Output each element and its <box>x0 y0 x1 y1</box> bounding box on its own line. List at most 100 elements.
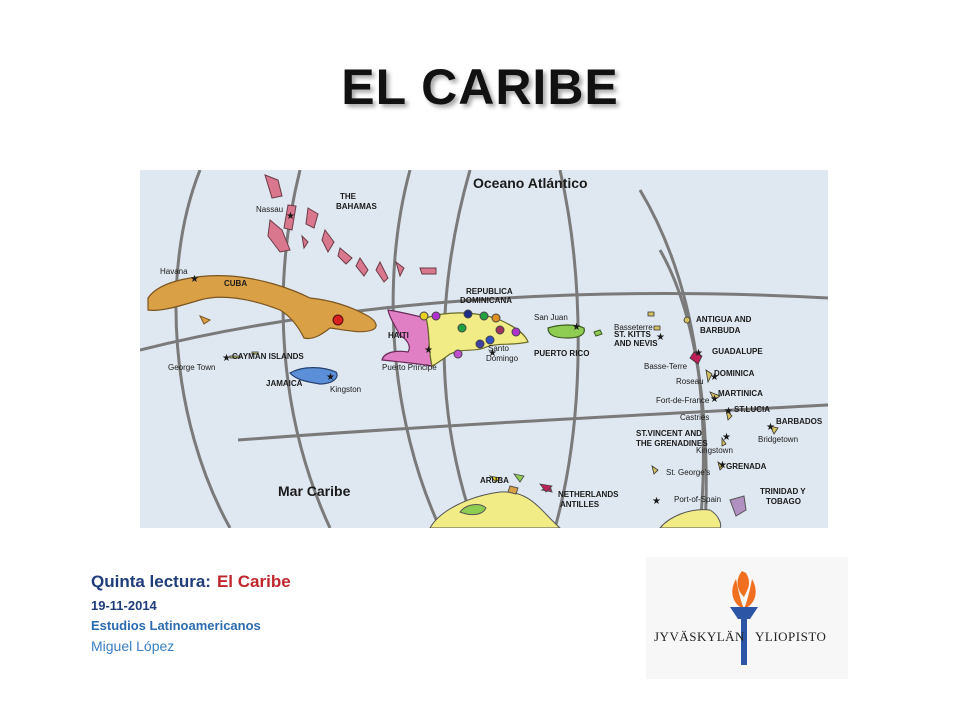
label-st-georges: St. George's <box>666 468 710 477</box>
label-haiti: HAITI <box>388 331 409 340</box>
label-kitts-line1: ST. KITTS <box>614 330 652 339</box>
label-antilles-line2: ANTILLES <box>560 500 600 509</box>
label-antigua: ANTIGUA AND BARBUDA <box>696 315 754 335</box>
label-dominicana-line1: REPUBLICA <box>466 287 513 296</box>
label-barbados: BARBADOS <box>776 417 823 426</box>
svg-text:★: ★ <box>656 332 665 343</box>
map-canvas: ★ ★ ★ ★ ★ ★ ★ ★ ★ ★ ★ ★ ★ ★ ★ ★ Oceano A… <box>140 170 828 528</box>
label-grenada: GRENADA <box>726 462 767 471</box>
label-nassau: Nassau <box>256 205 283 214</box>
lecture-date: 19-11-2014 <box>91 598 157 613</box>
label-vincent: ST.VINCENT AND THE GRENADINES <box>636 429 708 448</box>
svg-text:★: ★ <box>710 394 719 405</box>
south-america-shapes <box>429 485 747 528</box>
lesser-antilles-shapes <box>647 311 779 475</box>
label-cayman: CAYMAN ISLANDS <box>232 352 304 361</box>
label-martinica: MARTINICA <box>718 389 763 398</box>
svg-text:★: ★ <box>190 274 199 285</box>
svg-text:★: ★ <box>694 348 703 359</box>
label-santo-domingo: Santo Domingo <box>486 344 519 363</box>
lecture-info: Quinta lectura: El Caribe 19-11-2014 Estu… <box>91 572 291 654</box>
label-fort-de-france: Fort-de-France <box>656 396 710 405</box>
label-kitts-line2: AND NEVIS <box>614 339 658 348</box>
label-puerto-principe: Puerto Principe <box>382 363 437 372</box>
label-trinidad-line1: TRINIDAD Y <box>760 487 806 496</box>
bahamas-shape <box>264 174 437 283</box>
lecture-topic: El Caribe <box>216 572 291 591</box>
caribbean-map: ★ ★ ★ ★ ★ ★ ★ ★ ★ ★ ★ ★ ★ ★ ★ ★ Oceano A… <box>140 170 828 528</box>
label-port-of-spain: Port-of-Spain <box>674 495 721 504</box>
svg-text:★: ★ <box>424 345 433 356</box>
logo-text-right: YLIOPISTO <box>755 629 827 644</box>
svg-text:★: ★ <box>572 322 581 333</box>
label-roseau: Roseau <box>676 377 704 386</box>
hispaniola-markers <box>419 309 521 359</box>
isla-juventud-shape <box>198 315 212 325</box>
flame-left-shape <box>732 579 744 609</box>
lecture-label: Quinta lectura: <box>91 572 211 591</box>
label-basseterre: Basseterre <box>614 323 653 332</box>
label-antigua-line1: ANTIGUA AND <box>696 315 752 324</box>
label-george-town: George Town <box>168 363 215 372</box>
cuba-shape <box>147 275 377 340</box>
jamaica-shape <box>289 367 338 385</box>
slide-title: EL CARIBE <box>341 59 619 115</box>
author-name: Miguel López <box>91 638 175 654</box>
abc-islands-shapes <box>488 473 553 493</box>
course-name: Estudios Latinoamericanos <box>91 618 261 633</box>
university-logo: JYVÄSKYLÄN YLIOPISTO <box>646 557 848 679</box>
vieques-shape <box>593 329 603 337</box>
label-trinidad-line2: TOBAGO <box>766 497 801 506</box>
label-kingston: Kingston <box>330 385 361 394</box>
label-castries: Castries <box>680 413 709 422</box>
label-bahamas-line2: BAHAMAS <box>336 202 378 211</box>
svg-text:★: ★ <box>222 353 231 364</box>
flame-right-shape <box>744 579 756 609</box>
svg-text:★: ★ <box>488 348 497 359</box>
label-antilles: NETHERLANDS ANTILLES <box>558 490 621 509</box>
label-dominicana-line2: DOMINICANA <box>460 296 512 305</box>
label-bridgetown: Bridgetown <box>758 435 798 444</box>
label-basse-terre: Basse-Terre <box>644 362 688 371</box>
svg-text:★: ★ <box>766 422 775 433</box>
svg-text:★: ★ <box>652 496 661 507</box>
svg-text:★: ★ <box>286 211 295 222</box>
label-guadalupe: GUADALUPE <box>712 347 763 356</box>
label-antigua-line2: BARBUDA <box>700 326 741 335</box>
map-grid <box>140 170 828 528</box>
ocean-label: Oceano Atlántico <box>473 175 588 191</box>
svg-text:★: ★ <box>326 372 335 383</box>
lecture-heading: Quinta lectura: El Caribe <box>91 572 291 592</box>
label-cuba: CUBA <box>224 279 247 288</box>
sea-background <box>140 170 828 528</box>
puerto-rico-shape <box>547 324 585 339</box>
label-bahamas-line1: THE <box>340 192 357 201</box>
svg-text:★: ★ <box>710 372 719 383</box>
label-vincent-line1: ST.VINCENT AND <box>636 429 702 438</box>
svg-text:★: ★ <box>718 460 727 471</box>
label-santo-domingo-line2: Domingo <box>486 354 519 363</box>
cayman-shape <box>229 351 259 359</box>
label-antilles-line1: NETHERLANDS <box>558 490 619 499</box>
label-aruba: ARUBA <box>480 476 509 485</box>
flame-shape <box>737 571 750 597</box>
logo-text-left: JYVÄSKYLÄN <box>654 629 745 644</box>
label-dominicana: REPUBLICA DOMINICANA <box>460 287 515 305</box>
torch-handle-shape <box>741 619 747 665</box>
label-jamaica: JAMAICA <box>266 379 303 388</box>
label-vincent-line2: THE GRENADINES <box>636 439 708 448</box>
label-santo-domingo-line1: Santo <box>488 344 509 353</box>
label-san-juan: San Juan <box>534 313 568 322</box>
svg-text:★: ★ <box>722 432 731 443</box>
cuba-marker <box>332 314 344 326</box>
label-trinidad: TRINIDAD Y TOBAGO <box>760 487 808 506</box>
label-kitts: ST. KITTS AND NEVIS <box>614 330 658 348</box>
label-bahamas: THE BAHAMAS <box>336 192 378 211</box>
torch-icon <box>730 571 758 665</box>
capital-stars: ★ ★ ★ ★ ★ ★ ★ ★ ★ ★ ★ ★ ★ ★ ★ ★ <box>190 211 775 507</box>
label-puerto-rico: PUERTO RICO <box>534 349 589 358</box>
label-dominica: DOMINICA <box>714 369 755 378</box>
label-lucia: ST.LUCIA <box>734 405 770 414</box>
label-havana: Havana <box>160 267 188 276</box>
svg-text:★: ★ <box>724 406 733 417</box>
